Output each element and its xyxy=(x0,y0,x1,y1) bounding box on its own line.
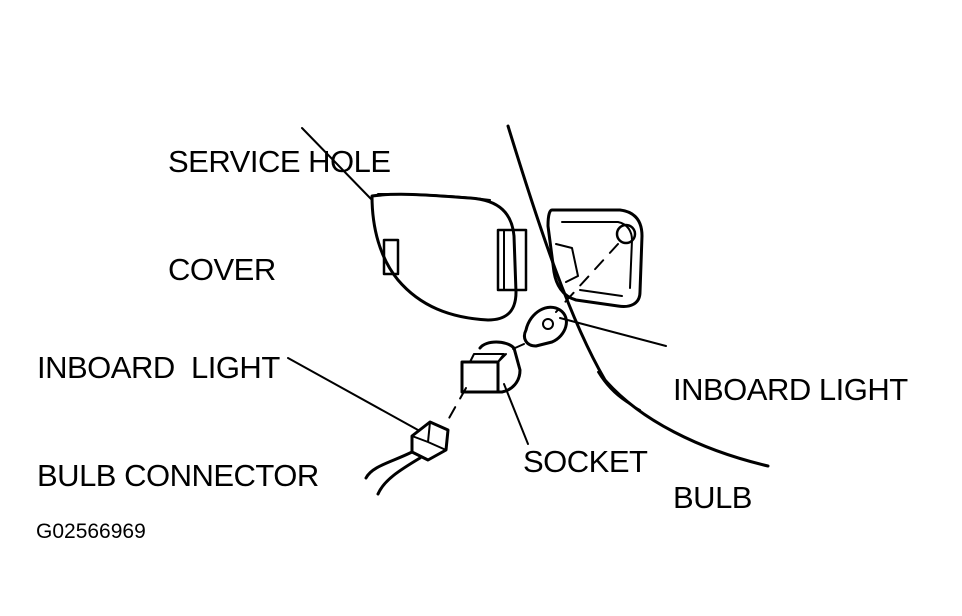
label-socket: SOCKET xyxy=(523,444,648,479)
service-hole-cover xyxy=(370,192,528,322)
label-inboard-light-bulb: INBOARD LIGHT BULB xyxy=(673,300,908,552)
label-service-hole-cover: SERVICE HOLE COVER xyxy=(168,72,391,324)
body-panel-inner-edge xyxy=(597,371,641,411)
label-service-hole-cover-line2: COVER xyxy=(168,252,276,287)
label-bulb-line2: BULB xyxy=(673,480,752,515)
socket xyxy=(460,340,522,394)
label-inboard-light-bulb-connector: INBOARD LIGHT BULB CONNECTOR xyxy=(37,278,319,530)
service-hole-opening xyxy=(546,208,644,308)
label-connector-line1: INBOARD LIGHT xyxy=(37,350,280,385)
inboard-light-bulb xyxy=(522,305,568,348)
label-connector-line2: BULB CONNECTOR xyxy=(37,458,319,493)
leader-lines xyxy=(287,127,667,445)
label-service-hole-cover-line1: SERVICE HOLE xyxy=(168,144,391,179)
label-bulb-line1: INBOARD LIGHT xyxy=(673,372,908,407)
body-panel-edge xyxy=(506,124,770,468)
bulb-connector xyxy=(364,420,450,496)
assembly-axis xyxy=(447,243,619,421)
figure-code: G02566969 xyxy=(36,520,146,543)
